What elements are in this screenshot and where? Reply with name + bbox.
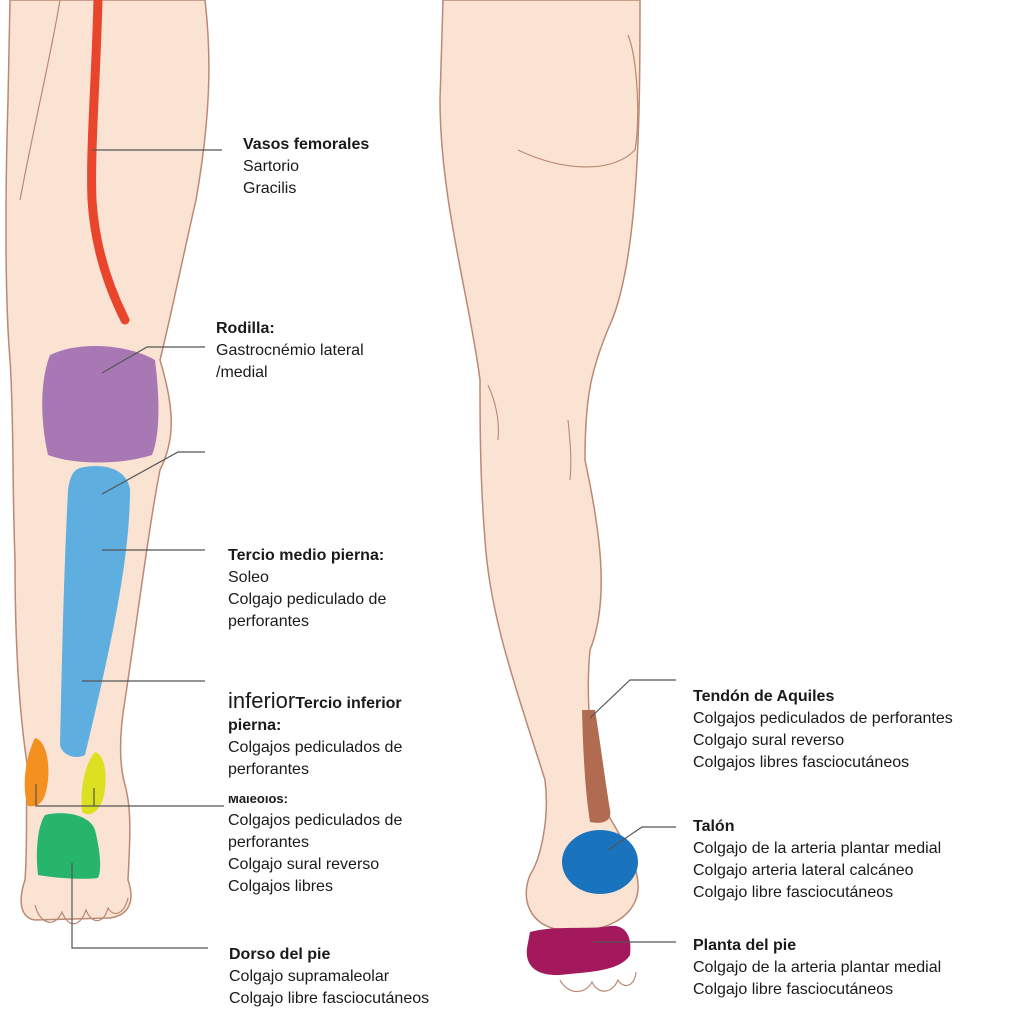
dorso-title: Dorso del pie — [229, 944, 429, 966]
maleolos-title: Maleolos: — [228, 796, 468, 810]
maleolos-line-2: perforantes — [228, 832, 468, 854]
label-vasos-femorales: Vasos femorales Sartorio Gracilis — [243, 134, 369, 200]
maleolos-line-4: Colgajos libres — [228, 876, 468, 898]
label-planta-del-pie: Planta del pie Colgajo de la arteria pla… — [693, 935, 941, 1001]
rodilla-line-2: /medial — [216, 362, 364, 384]
talon-line-1: Colgajo de la arteria plantar medial — [693, 838, 941, 860]
talon-line-3: Colgajo libre fasciocutáneos — [693, 882, 941, 904]
posterior-leg-outline — [440, 0, 640, 931]
posterior-leg — [440, 0, 640, 992]
vasos-line-1: Sartorio — [243, 156, 369, 178]
label-tercio-inferior: inferiorTercio inferior pierna: Colgajos… — [228, 690, 402, 781]
aquiles-title: Tendón de Aquiles — [693, 686, 953, 708]
label-tendon-aquiles: Tendón de Aquiles Colgajos pediculados d… — [693, 686, 953, 774]
dorso-line-2: Colgajo libre fasciocutáneos — [229, 988, 429, 1010]
leader-aquiles — [590, 680, 676, 718]
heel-region — [562, 830, 638, 894]
label-dorso-del-pie: Dorso del pie Colgajo supramaleolar Colg… — [229, 944, 429, 1010]
tercio-medio-line-1: Soleo — [228, 567, 386, 589]
sole-toe-contour — [560, 972, 636, 992]
tercio-inferior-title-text: Tercio inferior — [295, 695, 401, 712]
tercio-medio-title: Tercio medio pierna: — [228, 545, 386, 567]
maleolos-line-3: Colgajo sural reverso — [228, 854, 468, 876]
tercio-inferior-prefix: inferior — [228, 688, 295, 713]
tercio-inferior-line-1: Colgajos pediculados de — [228, 737, 402, 759]
rodilla-line-1: Gastrocnémio lateral — [216, 340, 364, 362]
aquiles-line-3: Colgajos libres fasciocutáneos — [693, 752, 953, 774]
aquiles-line-1: Colgajos pediculados de perforantes — [693, 708, 953, 730]
talon-line-2: Colgajo arteria lateral calcáneo — [693, 860, 941, 882]
sole-region — [527, 926, 631, 975]
vasos-line-2: Gracilis — [243, 178, 369, 200]
knee-region — [42, 346, 158, 463]
label-maleolos: Maleolos: Colgajos pediculados de perfor… — [228, 796, 468, 912]
tercio-inferior-title: inferiorTercio inferior — [228, 690, 402, 715]
label-rodilla: Rodilla: Gastrocnémio lateral /medial — [216, 318, 364, 384]
planta-title: Planta del pie — [693, 935, 941, 957]
dorso-line-1: Colgajo supramaleolar — [229, 966, 429, 988]
talon-title: Talón — [693, 816, 941, 838]
aquiles-line-2: Colgajo sural reverso — [693, 730, 953, 752]
tercio-inferior-line-2: perforantes — [228, 759, 402, 781]
planta-line-2: Colgajo libre fasciocutáneos — [693, 979, 941, 1001]
label-talon: Talón Colgajo de la arteria plantar medi… — [693, 816, 941, 904]
vasos-title: Vasos femorales — [243, 134, 369, 156]
tercio-medio-line-3: perforantes — [228, 611, 386, 633]
planta-line-1: Colgajo de la arteria plantar medial — [693, 957, 941, 979]
tercio-inferior-title-2: pierna: — [228, 715, 402, 737]
maleolos-line-1: Colgajos pediculados de — [228, 810, 468, 832]
tercio-medio-line-2: Colgajo pediculado de — [228, 589, 386, 611]
rodilla-title: Rodilla: — [216, 318, 364, 340]
label-tercio-medio: Tercio medio pierna: Soleo Colgajo pedic… — [228, 545, 386, 633]
